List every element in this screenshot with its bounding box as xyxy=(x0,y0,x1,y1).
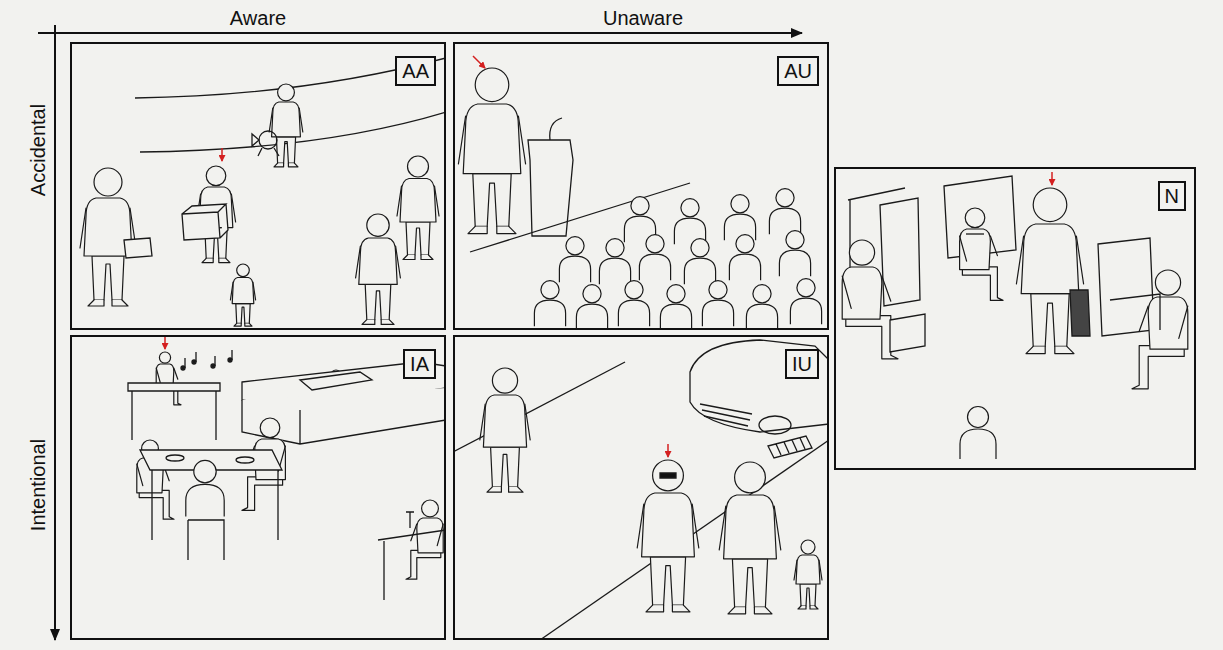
listener xyxy=(769,189,800,235)
paper xyxy=(124,238,152,258)
red-pointer xyxy=(221,148,223,161)
listener xyxy=(559,237,590,283)
person xyxy=(269,84,303,167)
scene-panel: IU xyxy=(453,335,829,640)
listener xyxy=(724,195,755,241)
horizontal-axis xyxy=(38,32,802,34)
person xyxy=(637,460,699,612)
panel-label: IU xyxy=(792,352,812,376)
red-pointer xyxy=(164,337,166,349)
listener xyxy=(779,231,810,277)
box xyxy=(182,204,228,240)
child xyxy=(960,407,996,460)
person xyxy=(397,156,439,260)
chair xyxy=(188,520,224,560)
scene-panel: IA xyxy=(70,335,446,640)
horn xyxy=(252,134,279,156)
axis-label: Unaware xyxy=(603,7,683,29)
axis-label: Intentional xyxy=(27,439,49,531)
sidewalk-scene xyxy=(453,340,829,640)
seat xyxy=(1110,294,1160,330)
curb xyxy=(540,440,829,640)
person xyxy=(186,460,224,516)
music-notes xyxy=(181,366,185,370)
panel-tag: IU xyxy=(785,349,819,379)
red-pointer xyxy=(473,56,485,68)
listener xyxy=(534,281,565,327)
person xyxy=(80,168,136,306)
seat xyxy=(880,198,920,306)
drain xyxy=(768,436,812,458)
person xyxy=(156,352,181,405)
axis-label: Aware xyxy=(230,7,286,29)
vertical-axis xyxy=(54,25,56,640)
display-case xyxy=(300,372,372,390)
train-scene xyxy=(842,172,1188,459)
listener xyxy=(702,281,733,327)
passenger xyxy=(960,208,1003,300)
seat xyxy=(1098,238,1154,336)
table xyxy=(128,383,220,391)
curb xyxy=(453,362,625,452)
panel-label: IA xyxy=(410,352,429,376)
glass xyxy=(406,512,414,528)
listener xyxy=(674,199,705,245)
person xyxy=(356,214,401,324)
person xyxy=(480,368,530,492)
red-pointer xyxy=(1051,172,1053,185)
music-notes xyxy=(211,364,215,368)
car-grill xyxy=(700,404,752,426)
panel-label: AA xyxy=(402,59,429,83)
glasses xyxy=(966,233,984,234)
listener xyxy=(660,285,691,330)
person xyxy=(406,500,443,579)
listener xyxy=(746,285,777,330)
table xyxy=(378,530,446,600)
suitcase xyxy=(1070,290,1090,336)
scene-panel: AA xyxy=(70,42,446,330)
music-notes xyxy=(185,350,232,368)
street-scene xyxy=(80,58,446,326)
panel-label: N xyxy=(1165,184,1179,208)
horn xyxy=(259,131,277,149)
listener xyxy=(618,281,649,327)
panel-label: AU xyxy=(784,59,812,83)
person xyxy=(719,462,781,614)
car xyxy=(690,340,829,432)
seat xyxy=(890,314,925,352)
listener xyxy=(684,239,715,285)
listener xyxy=(790,279,821,325)
music-notes xyxy=(228,358,232,362)
sunglasses xyxy=(660,473,676,478)
panel-tag: AA xyxy=(395,56,436,86)
speaker xyxy=(458,68,525,234)
lecture-scene xyxy=(458,56,821,330)
red-pointer xyxy=(667,444,669,457)
cafe-scene xyxy=(128,337,446,600)
car-wheel xyxy=(759,416,791,434)
panel-tag: AU xyxy=(777,56,819,86)
table-leg xyxy=(132,391,216,440)
child xyxy=(230,264,255,326)
microphone xyxy=(550,118,562,140)
axis-label: Accidental xyxy=(27,104,49,196)
panel-tag: IA xyxy=(403,349,436,379)
child xyxy=(794,540,822,609)
listener xyxy=(639,235,670,281)
scene-panel: AU xyxy=(453,42,829,330)
listener xyxy=(729,235,760,281)
plate xyxy=(166,455,184,461)
listener xyxy=(599,239,630,285)
music-notes xyxy=(192,360,196,364)
scene-panel: N xyxy=(834,167,1196,470)
listener xyxy=(576,285,607,330)
panel-tag: N xyxy=(1158,181,1186,211)
plate xyxy=(236,457,254,463)
axes xyxy=(38,25,802,640)
